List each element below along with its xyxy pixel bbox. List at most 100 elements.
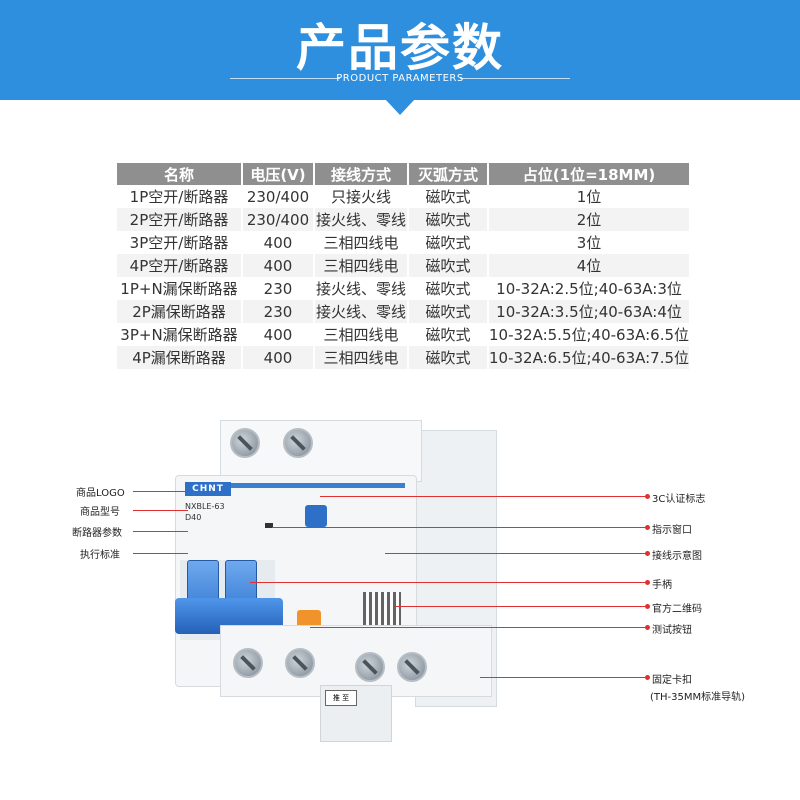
- terminal-screw-icon: [283, 428, 313, 458]
- parameter-table: 名称 电压(V) 接线方式 灭弧方式 占位(1位=18MM) 1P空开/断路器 …: [115, 163, 691, 369]
- terminal-screw-icon: [397, 652, 427, 682]
- table-cell: 三相四线电: [323, 234, 399, 252]
- column-header-arc: 灭弧方式: [409, 163, 487, 185]
- table-cell: 230: [263, 279, 293, 298]
- table-cell: 3P空开/断路器: [129, 234, 229, 252]
- page-subtitle: PRODUCT PARAMETERS: [336, 73, 464, 84]
- banner-divider-right: [460, 78, 570, 79]
- table-cell: 400: [243, 254, 313, 277]
- table-cell: 230: [243, 300, 313, 323]
- callout-logo: 商品LOGO: [76, 488, 125, 499]
- callout-clip: 固定卡扣: [652, 675, 692, 686]
- callout-dot: [645, 494, 650, 499]
- callout-line: [133, 510, 188, 511]
- callout-line: [250, 582, 645, 583]
- table-cell: 磁吹式: [425, 234, 471, 252]
- table-row: 1P+N漏保断路器 230 接火线、零线 磁吹式 10-32A:2.5位;40-…: [117, 277, 689, 300]
- table-cell: 1P+N漏保断路器: [120, 280, 238, 298]
- table-cell: 只接火线: [330, 188, 391, 206]
- table-header-row: 名称 电压(V) 接线方式 灭弧方式 占位(1位=18MM): [117, 163, 690, 185]
- brand-logo: CHNT: [185, 482, 231, 496]
- callout-dot: [645, 525, 650, 530]
- callout-line: [320, 496, 645, 497]
- callout-dot: [645, 604, 650, 609]
- table-row: 3P空开/断路器 400 三相四线电 磁吹式 3位: [117, 231, 689, 254]
- table-row: 2P漏保断路器 230 接火线、零线 磁吹式 10-32A:3.5位;40-63…: [117, 300, 690, 323]
- callout-dot: [645, 675, 650, 680]
- table-cell: 2P空开/断路器: [117, 208, 241, 231]
- header-banner: 产品参数 PRODUCT PARAMETERS: [0, 0, 800, 100]
- callout-wiring: 接线示意图: [652, 551, 702, 562]
- table-cell: 磁吹式: [409, 254, 487, 277]
- table-row: 4P漏保断路器 400 三相四线电 磁吹式 10-32A:6.5位;40-63A…: [117, 346, 690, 369]
- callout-dot: [645, 551, 650, 556]
- callout-line: [133, 491, 188, 492]
- table-cell: 接火线、零线: [315, 300, 407, 323]
- callout-line: [480, 677, 645, 678]
- callout-line: [133, 553, 188, 554]
- table-cell: 2P漏保断路器: [117, 300, 241, 323]
- table-cell: 磁吹式: [409, 346, 487, 369]
- table-row: 4P空开/断路器 400 三相四线电 磁吹式 4位: [117, 254, 690, 277]
- rating-label: D40: [185, 513, 202, 522]
- table-cell: 3位: [576, 234, 602, 252]
- table-cell: 400: [243, 346, 313, 369]
- callout-test: 测试按钮: [652, 625, 692, 636]
- callout-line: [133, 531, 188, 532]
- callout-model: 商品型号: [80, 507, 120, 518]
- indicator-window: [265, 523, 273, 528]
- callout-qr: 官方二维码: [652, 604, 702, 615]
- callout-3c: 3C认证标志: [652, 494, 706, 505]
- banner-divider-left: [230, 78, 340, 79]
- breaker-blue-strip: [185, 483, 295, 488]
- callout-line: [310, 627, 645, 628]
- table-cell: 230/400: [243, 208, 313, 231]
- terminal-screw-icon: [285, 648, 315, 678]
- column-header-name: 名称: [117, 163, 241, 185]
- table-row: 2P空开/断路器 230/400 接火线、零线 磁吹式 2位: [117, 208, 690, 231]
- table-cell: 接火线、零线: [315, 208, 407, 231]
- callout-standard: 执行标准: [80, 550, 120, 561]
- table-cell: 磁吹式: [425, 188, 471, 206]
- table-row: 1P空开/断路器 230/400 只接火线 磁吹式 1位: [117, 185, 689, 208]
- table-cell: 磁吹式: [425, 326, 471, 344]
- table-cell: 3P+N漏保断路器: [120, 326, 238, 344]
- table-cell: 230/400: [246, 187, 310, 206]
- callout-indicator: 指示窗口: [652, 525, 692, 536]
- table-cell: 1位: [576, 188, 602, 206]
- table-cell: 10-32A:6.5位;40-63A:7.5位: [489, 346, 690, 369]
- table-cell: 接火线、零线: [315, 280, 406, 298]
- table-cell: 10-32A:3.5位;40-63A:4位: [489, 300, 690, 323]
- callout-dot: [645, 580, 650, 585]
- column-header-width: 占位(1位=18MM): [489, 163, 690, 185]
- callout-dot: [645, 625, 650, 630]
- rail-tag: 推 至: [325, 690, 357, 706]
- table-cell: 磁吹式: [425, 280, 471, 298]
- table-cell: 10-32A:2.5位;40-63A:3位: [496, 280, 682, 298]
- column-header-wiring: 接线方式: [315, 163, 407, 185]
- table-cell: 三相四线电: [315, 346, 407, 369]
- callout-params: 断路器参数: [72, 528, 122, 539]
- qr-code: [363, 592, 401, 630]
- table-cell: 400: [263, 233, 293, 252]
- table-cell: 4位: [489, 254, 690, 277]
- table-cell: 400: [263, 325, 293, 344]
- callout-handle: 手柄: [652, 580, 672, 591]
- callout-line: [395, 606, 645, 607]
- table-cell: 10-32A:5.5位;40-63A:6.5位: [489, 326, 690, 344]
- terminal-screw-icon: [355, 652, 385, 682]
- terminal-screw-icon: [233, 648, 263, 678]
- table-cell: 2位: [489, 208, 690, 231]
- callout-line: [385, 553, 645, 554]
- breaker-product-image: CHNT NXBLE-63 D40 推 至: [175, 420, 497, 742]
- table-cell: 磁吹式: [409, 208, 487, 231]
- table-cell: 三相四线电: [323, 326, 399, 344]
- breaker-blue-strip: [295, 483, 405, 488]
- terminal-screw-icon: [230, 428, 260, 458]
- callout-rail: (TH-35MM标准导轨): [650, 692, 746, 703]
- model-label: NXBLE-63: [185, 502, 225, 511]
- table-row: 3P+N漏保断路器 400 三相四线电 磁吹式 10-32A:5.5位;40-6…: [117, 323, 689, 346]
- table-cell: 三相四线电: [315, 254, 407, 277]
- certification-mark-icon: [305, 505, 327, 527]
- table-cell: 磁吹式: [409, 300, 487, 323]
